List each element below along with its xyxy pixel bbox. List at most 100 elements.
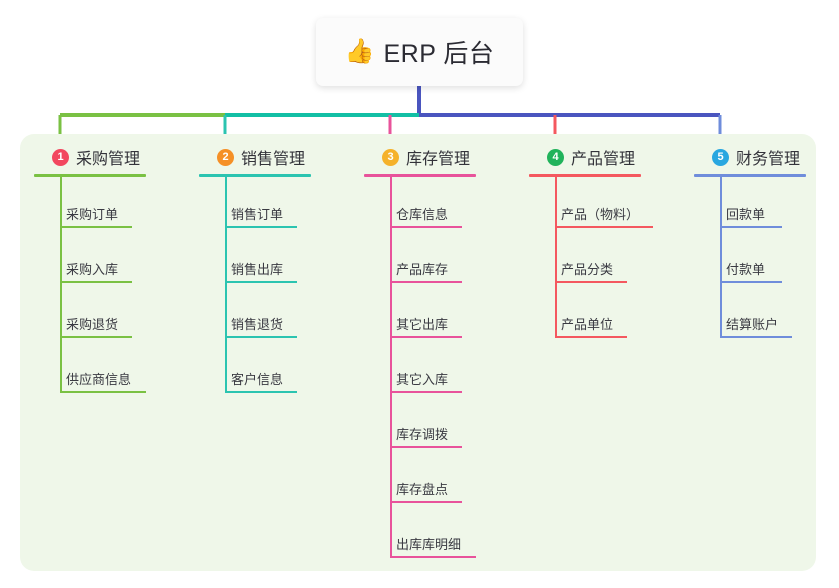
- branch-underline-5: [694, 174, 806, 177]
- leaf-item-label: 产品单位: [561, 317, 614, 332]
- leaf-item-label: 产品（物料）: [561, 207, 640, 222]
- branch-items-4: 产品（物料） 产品分类产品单位: [529, 177, 653, 342]
- leaf-item[interactable]: 销售退货: [199, 287, 311, 342]
- leaf-item-underline: [390, 556, 476, 558]
- leaf-item-label: 其它入库: [396, 372, 449, 387]
- branch-column-1[interactable]: 1 采购管理采购订单采购入库采购退货供应商信息: [34, 145, 146, 397]
- leaf-item[interactable]: 产品库存: [364, 232, 476, 287]
- branch-column-3[interactable]: 3 库存管理仓库信息产品库存其它出库其它入库库存调拨库存盘点出库库明细: [364, 145, 476, 562]
- leaf-item-underline: [225, 226, 297, 228]
- leaf-item-underline: [225, 336, 297, 338]
- leaf-item[interactable]: 产品单位: [529, 287, 641, 342]
- leaf-item[interactable]: 销售订单: [199, 177, 311, 232]
- branch-items-1: 采购订单采购入库采购退货供应商信息: [34, 177, 146, 397]
- branch-underline-1: [34, 174, 146, 177]
- leaf-item-underline: [555, 336, 627, 338]
- leaf-item-label: 销售订单: [231, 207, 284, 222]
- leaf-item[interactable]: 销售出库: [199, 232, 311, 287]
- branch-spine-2: [225, 177, 227, 393]
- leaf-item-underline: [720, 336, 792, 338]
- branches-panel: [20, 134, 816, 571]
- leaf-item-underline: [390, 446, 462, 448]
- branch-spine-4: [555, 177, 557, 338]
- branch-badge-2: 2: [217, 148, 234, 166]
- branch-spine-3: [390, 177, 392, 558]
- branch-title-1: 采购管理: [76, 151, 141, 168]
- leaf-item-underline: [60, 281, 132, 283]
- branch-title-4: 产品管理: [571, 151, 636, 168]
- branch-header-2[interactable]: 2 销售管理: [199, 145, 311, 169]
- branch-items-2: 销售订单销售出库销售退货客户信息: [199, 177, 311, 397]
- leaf-item-label: 结算账户: [726, 317, 779, 332]
- leaf-item[interactable]: 库存调拨: [364, 397, 476, 452]
- branch-badge-1: 1: [52, 148, 69, 166]
- leaf-item-label: 客户信息: [231, 372, 284, 387]
- leaf-item[interactable]: 付款单: [694, 232, 806, 287]
- leaf-item-underline: [555, 281, 627, 283]
- leaf-item-label: 产品分类: [561, 262, 614, 277]
- leaf-item-underline: [60, 226, 132, 228]
- branch-column-5[interactable]: 5 财务管理回款单付款单结算账户: [694, 145, 806, 342]
- branch-items-5: 回款单付款单结算账户: [694, 177, 806, 342]
- leaf-item-label: 销售出库: [231, 262, 284, 277]
- leaf-item-label: 库存调拨: [396, 427, 449, 442]
- leaf-item[interactable]: 结算账户: [694, 287, 806, 342]
- branch-title-3: 库存管理: [406, 151, 471, 168]
- leaf-item-label: 采购退货: [66, 317, 119, 332]
- leaf-item-label: 出库库明细: [396, 537, 462, 552]
- leaf-item-label: 库存盘点: [396, 482, 449, 497]
- leaf-item-underline: [225, 391, 297, 393]
- leaf-item[interactable]: 产品（物料）: [529, 177, 653, 232]
- leaf-item[interactable]: 产品分类: [529, 232, 641, 287]
- branch-underline-4: [529, 174, 641, 177]
- leaf-item-underline: [390, 226, 462, 228]
- branch-badge-4: 4: [547, 148, 564, 166]
- branch-underline-3: [364, 174, 476, 177]
- leaf-item-underline: [390, 501, 462, 503]
- branch-header-3[interactable]: 3 库存管理: [364, 145, 476, 169]
- thumbs-up-icon: 👍: [344, 38, 375, 65]
- leaf-item-underline: [390, 281, 462, 283]
- leaf-item[interactable]: 采购订单: [34, 177, 146, 232]
- leaf-item-underline: [60, 336, 132, 338]
- branch-header-1[interactable]: 1 采购管理: [34, 145, 146, 169]
- branch-column-2[interactable]: 2 销售管理销售订单销售出库销售退货客户信息: [199, 145, 311, 397]
- leaf-item-underline: [225, 281, 297, 283]
- leaf-item-label: 销售退货: [231, 317, 284, 332]
- leaf-item-underline: [720, 226, 782, 228]
- branch-title-2: 销售管理: [241, 151, 306, 168]
- leaf-item-label: 付款单: [726, 262, 766, 277]
- leaf-item[interactable]: 采购入库: [34, 232, 146, 287]
- leaf-item[interactable]: 库存盘点: [364, 452, 476, 507]
- branch-title-5: 财务管理: [736, 151, 801, 168]
- root-node-title: ERP 后台: [383, 40, 495, 68]
- branch-underline-2: [199, 174, 311, 177]
- branch-header-4[interactable]: 4 产品管理: [529, 145, 641, 169]
- branch-badge-5: 5: [712, 148, 729, 166]
- branch-spine-5: [720, 177, 722, 338]
- leaf-item[interactable]: 其它入库: [364, 342, 476, 397]
- leaf-item-label: 采购订单: [66, 207, 119, 222]
- leaf-item-label: 产品库存: [396, 262, 449, 277]
- leaf-item[interactable]: 供应商信息: [34, 342, 146, 397]
- leaf-item[interactable]: 其它出库: [364, 287, 476, 342]
- leaf-item[interactable]: 仓库信息: [364, 177, 476, 232]
- leaf-item-label: 供应商信息: [66, 372, 132, 387]
- branch-column-4[interactable]: 4 产品管理产品（物料） 产品分类产品单位: [529, 145, 653, 342]
- leaf-item[interactable]: 回款单: [694, 177, 806, 232]
- leaf-item[interactable]: 出库库明细: [364, 507, 476, 562]
- leaf-item-underline: [720, 281, 782, 283]
- leaf-item-underline: [60, 391, 146, 393]
- leaf-item-label: 采购入库: [66, 262, 119, 277]
- branch-header-5[interactable]: 5 财务管理: [694, 145, 806, 169]
- leaf-item-underline: [390, 391, 462, 393]
- branch-spine-1: [60, 177, 62, 393]
- leaf-item-label: 回款单: [726, 207, 766, 222]
- leaf-item[interactable]: 客户信息: [199, 342, 311, 397]
- leaf-item[interactable]: 采购退货: [34, 287, 146, 342]
- leaf-item-label: 仓库信息: [396, 207, 449, 222]
- root-node-card[interactable]: 👍 ERP 后台: [316, 18, 523, 86]
- leaf-item-underline: [555, 226, 653, 228]
- branch-badge-3: 3: [382, 148, 399, 166]
